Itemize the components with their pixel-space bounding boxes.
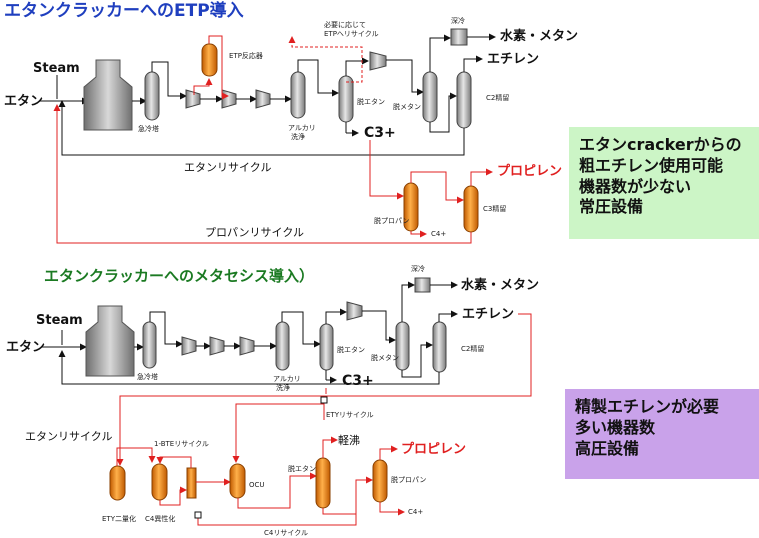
top-title: エタンクラッカーへのETP導入 bbox=[4, 1, 244, 21]
top-advantage-1: エタンcrackerからの bbox=[579, 135, 742, 154]
bottom-demethanizer bbox=[395, 321, 410, 371]
top-deethanizer-label: 脱エタン bbox=[357, 98, 385, 106]
bottom-ethane-label: エタン bbox=[6, 340, 46, 355]
bottom-c4-isomer-label: C4異性化 bbox=[145, 515, 176, 523]
bottom-compressor-2 bbox=[209, 336, 225, 356]
top-advantage-4: 常圧設備 bbox=[579, 197, 644, 217]
bottom-ety-dimerization bbox=[109, 465, 126, 501]
bottom-depropanizer-label: 脱プロパン bbox=[391, 476, 427, 484]
bottom-depropanizer bbox=[372, 459, 388, 503]
bottom-deethanizer-2 bbox=[315, 457, 331, 509]
bottom-c4-recycle-label: C4リサイクル bbox=[264, 529, 308, 537]
top-depropanizer-label: 脱プロパン bbox=[374, 217, 410, 225]
top-advantage-2: 粗エチレン使用可能 bbox=[579, 155, 724, 175]
top-c3-splitter-label: C3精留 bbox=[483, 205, 507, 213]
bottom-compressor-1 bbox=[181, 336, 197, 356]
top-alkali-wash bbox=[290, 71, 306, 119]
top-ethane-label: エタン bbox=[4, 94, 44, 109]
top-demethanizer-label: 脱メタン bbox=[393, 103, 421, 111]
bottom-quench-label: 急冷塔 bbox=[137, 373, 158, 381]
bottom-compressor-3 bbox=[239, 336, 255, 356]
bottom-ocu-label: OCU bbox=[249, 481, 265, 489]
bottom-ety-recycle-label: ETYリサイクル bbox=[326, 411, 374, 419]
top-alkali-label-1: アルカリ bbox=[288, 124, 316, 132]
top-ethylene-label: エチレン bbox=[487, 52, 540, 67]
bottom-demethanizer-label: 脱メタン bbox=[371, 354, 399, 362]
top-deep-cool-label: 深冷 bbox=[451, 17, 465, 25]
top-etp-reactor-label: ETP反応器 bbox=[229, 52, 263, 60]
top-propane-recycle-label: プロパンリサイクル bbox=[205, 226, 304, 239]
bottom-c4-isomerization bbox=[151, 463, 168, 501]
top-c3plus-label: C3+ bbox=[364, 125, 396, 141]
top-c2-splitter-label: C2精留 bbox=[486, 94, 510, 102]
bottom-ety-dimer-label: ETY二量化 bbox=[102, 515, 136, 523]
top-compressor-4 bbox=[369, 51, 387, 71]
top-h2-methane-label: 水素・メタン bbox=[500, 29, 579, 44]
bottom-section bbox=[42, 277, 532, 526]
bottom-requirement-1: 精製エチレンが必要 bbox=[575, 397, 720, 416]
bottom-c4plus-label: C4+ bbox=[408, 508, 424, 516]
bottom-propylene-label: プロピレン bbox=[401, 442, 467, 457]
bottom-requirement-2: 多い機器数 bbox=[575, 417, 656, 437]
top-alkali-label-2: 洗浄 bbox=[291, 133, 305, 141]
top-compressor-3 bbox=[255, 89, 271, 109]
bottom-bte-column bbox=[186, 467, 197, 499]
bottom-h2-methane-label: 水素・メタン bbox=[461, 278, 540, 293]
top-advantages-box: エタンcrackerからの 粗エチレン使用可能 機器数が少ない 常圧設備 bbox=[569, 127, 759, 239]
bottom-deethanizer2-label: 脱エタン bbox=[288, 465, 316, 473]
top-cold-box bbox=[450, 28, 468, 46]
bottom-deethanizer bbox=[319, 323, 334, 371]
bottom-deep-cool-label: 深冷 bbox=[411, 265, 425, 273]
top-deethanizer bbox=[338, 75, 354, 123]
top-ethane-recycle-label: エタンリサイクル bbox=[184, 161, 272, 174]
top-c3-splitter bbox=[463, 185, 479, 233]
top-advantage-3: 機器数が少ない bbox=[579, 176, 692, 196]
bottom-title: エタンクラッカーへのメタセシス導入） bbox=[44, 267, 315, 285]
bottom-ocu-reactor bbox=[229, 463, 246, 499]
bottom-ethylene-label: エチレン bbox=[462, 307, 515, 322]
bottom-alkali-label-1: アルカリ bbox=[273, 375, 301, 383]
top-etp-reactor bbox=[201, 43, 218, 77]
bottom-quench-tower bbox=[142, 321, 157, 369]
bottom-bte-recycle-label: 1-BTEリサイクル bbox=[154, 440, 209, 448]
bottom-requirements-box: 精製エチレンが必要 多い機器数 高圧設備 bbox=[565, 389, 759, 479]
bottom-c2-splitter-label: C2精留 bbox=[461, 345, 485, 353]
bottom-requirement-3: 高圧設備 bbox=[575, 438, 640, 458]
top-c4plus-label: C4+ bbox=[431, 230, 447, 238]
top-c2-splitter bbox=[456, 71, 472, 129]
top-section bbox=[40, 28, 496, 244]
top-recycle-note-1: 必要に応じて bbox=[324, 21, 366, 29]
bottom-alkali-label-2: 洗浄 bbox=[276, 384, 290, 392]
top-furnace bbox=[83, 59, 133, 131]
top-demethanizer bbox=[422, 71, 438, 123]
top-quench-label: 急冷塔 bbox=[138, 125, 159, 133]
bottom-steam-label: Steam bbox=[36, 313, 83, 328]
bottom-deethanizer-label: 脱エタン bbox=[337, 346, 365, 354]
bottom-alkali-wash bbox=[275, 321, 290, 371]
bottom-compressor-4 bbox=[346, 301, 363, 321]
top-compressor-1 bbox=[185, 89, 201, 109]
top-quench-tower bbox=[144, 71, 160, 121]
bottom-c3plus-label: C3+ bbox=[342, 373, 374, 389]
bottom-cold-box bbox=[414, 277, 431, 293]
top-steam-label: Steam bbox=[33, 61, 80, 76]
bottom-ethane-recycle-label: エタンリサイクル bbox=[25, 430, 113, 443]
top-compressor-2 bbox=[221, 89, 237, 109]
bottom-furnace bbox=[85, 305, 135, 377]
top-recycle-note-2: ETPへリサイクル bbox=[324, 30, 379, 38]
top-propylene-label: プロピレン bbox=[497, 164, 563, 179]
bottom-c2-splitter bbox=[432, 321, 447, 373]
bottom-light-boil-label: 軽沸 bbox=[338, 434, 360, 447]
